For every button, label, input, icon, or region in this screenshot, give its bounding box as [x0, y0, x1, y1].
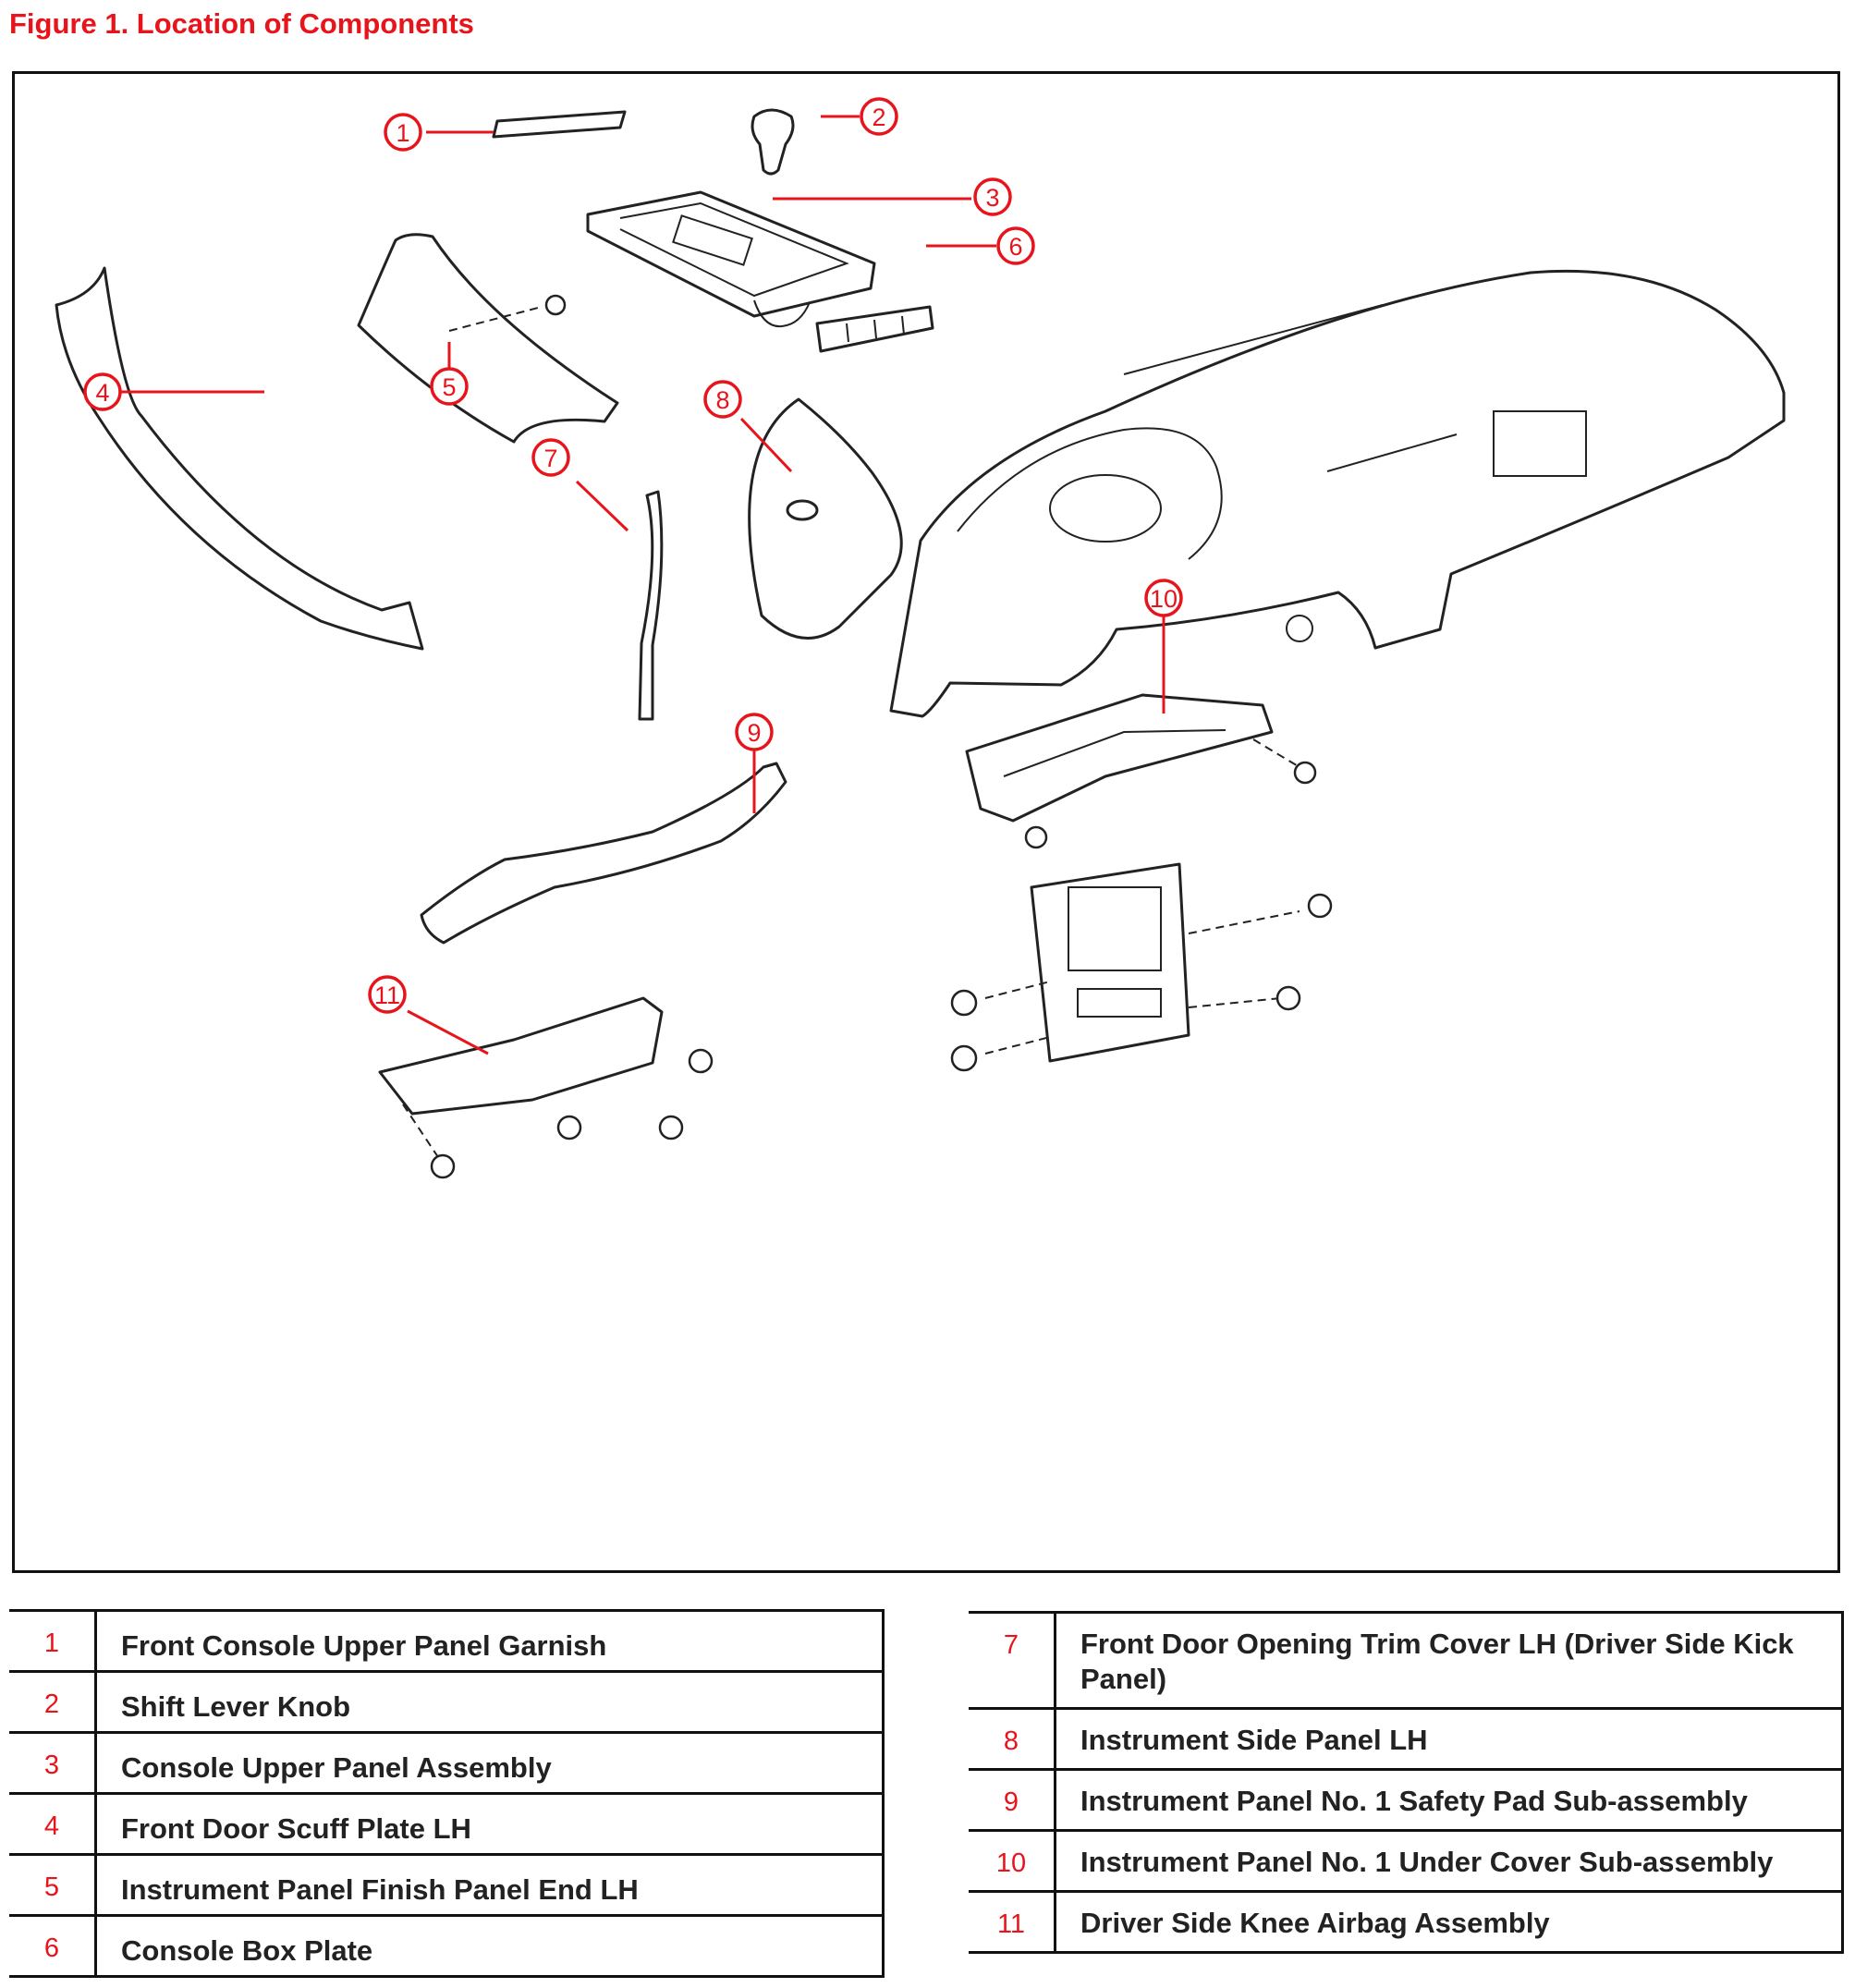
svg-text:11: 11	[374, 982, 400, 1009]
part-1-garnish	[492, 110, 627, 139]
part-11-knee-airbag	[378, 996, 714, 1179]
part-9-safety-pad	[420, 762, 787, 945]
callout-1: 1	[384, 113, 422, 152]
legend-number: 4	[9, 1792, 97, 1856]
svg-text:6: 6	[1008, 233, 1022, 261]
part-2-shift-knob	[751, 108, 795, 176]
legend-description: Instrument Panel Finish Panel End LH	[95, 1853, 885, 1917]
svg-text:8: 8	[715, 386, 729, 414]
svg-text:5: 5	[442, 373, 456, 401]
callout-8: 8	[703, 380, 742, 419]
legend-description: Front Door Scuff Plate LH	[95, 1792, 885, 1856]
callout-6: 6	[996, 226, 1035, 265]
svg-text:7: 7	[543, 445, 557, 472]
legend-description: Front Console Upper Panel Garnish	[95, 1609, 885, 1673]
legend-description: Instrument Side Panel LH	[1055, 1707, 1844, 1771]
dashboard-assembly	[889, 269, 1786, 718]
legend-description: Instrument Panel No. 1 Under Cover Sub-a…	[1055, 1829, 1844, 1893]
callout-7: 7	[531, 438, 570, 477]
part-8-side-panel	[748, 397, 903, 640]
legend-description: Front Door Opening Trim Cover LH (Driver…	[1055, 1611, 1844, 1710]
legend-number: 6	[9, 1914, 97, 1978]
legend-description: Shift Lever Knob	[95, 1670, 885, 1734]
callout-9: 9	[735, 713, 774, 751]
svg-text:1: 1	[396, 119, 409, 147]
callout-10: 10	[1144, 579, 1183, 617]
svg-text:9: 9	[747, 719, 761, 747]
components-diagram: 1 2 3 6 5 4 7 8 10 9 11	[12, 71, 1840, 1573]
svg-text:4: 4	[95, 379, 109, 407]
legend-description: Instrument Panel No. 1 Safety Pad Sub-as…	[1055, 1768, 1844, 1832]
part-7-kick-panel	[638, 490, 664, 721]
legend-number: 8	[969, 1707, 1056, 1771]
part-6-console-box-plate	[815, 305, 934, 353]
svg-text:3: 3	[985, 184, 999, 212]
callout-11: 11	[368, 975, 407, 1014]
legend-number: 1	[9, 1609, 97, 1673]
part-10-under-cover	[965, 693, 1317, 849]
legend-number: 2	[9, 1670, 97, 1734]
callout-4: 4	[83, 372, 122, 411]
center-cluster-panel	[950, 862, 1333, 1072]
callout-2: 2	[860, 97, 898, 136]
legend-number: 9	[969, 1768, 1056, 1832]
legend-number: 11	[969, 1890, 1056, 1954]
figure-title: Figure 1. Location of Components	[9, 7, 474, 40]
part-5-finish-panel	[357, 233, 619, 444]
svg-text:2: 2	[872, 104, 885, 131]
legend-number: 10	[969, 1829, 1056, 1893]
legend-number: 3	[9, 1731, 97, 1795]
svg-text:10: 10	[1150, 585, 1178, 613]
legend-description: Console Box Plate	[95, 1914, 885, 1978]
callout-3: 3	[973, 177, 1012, 216]
legend-description: Console Upper Panel Assembly	[95, 1731, 885, 1795]
legend-number: 7	[969, 1611, 1056, 1710]
part-4-scuff-plate	[55, 266, 424, 651]
legend-description: Driver Side Knee Airbag Assembly	[1055, 1890, 1844, 1954]
legend-number: 5	[9, 1853, 97, 1917]
callout-5: 5	[430, 367, 469, 406]
part-3-console-panel	[586, 190, 876, 328]
